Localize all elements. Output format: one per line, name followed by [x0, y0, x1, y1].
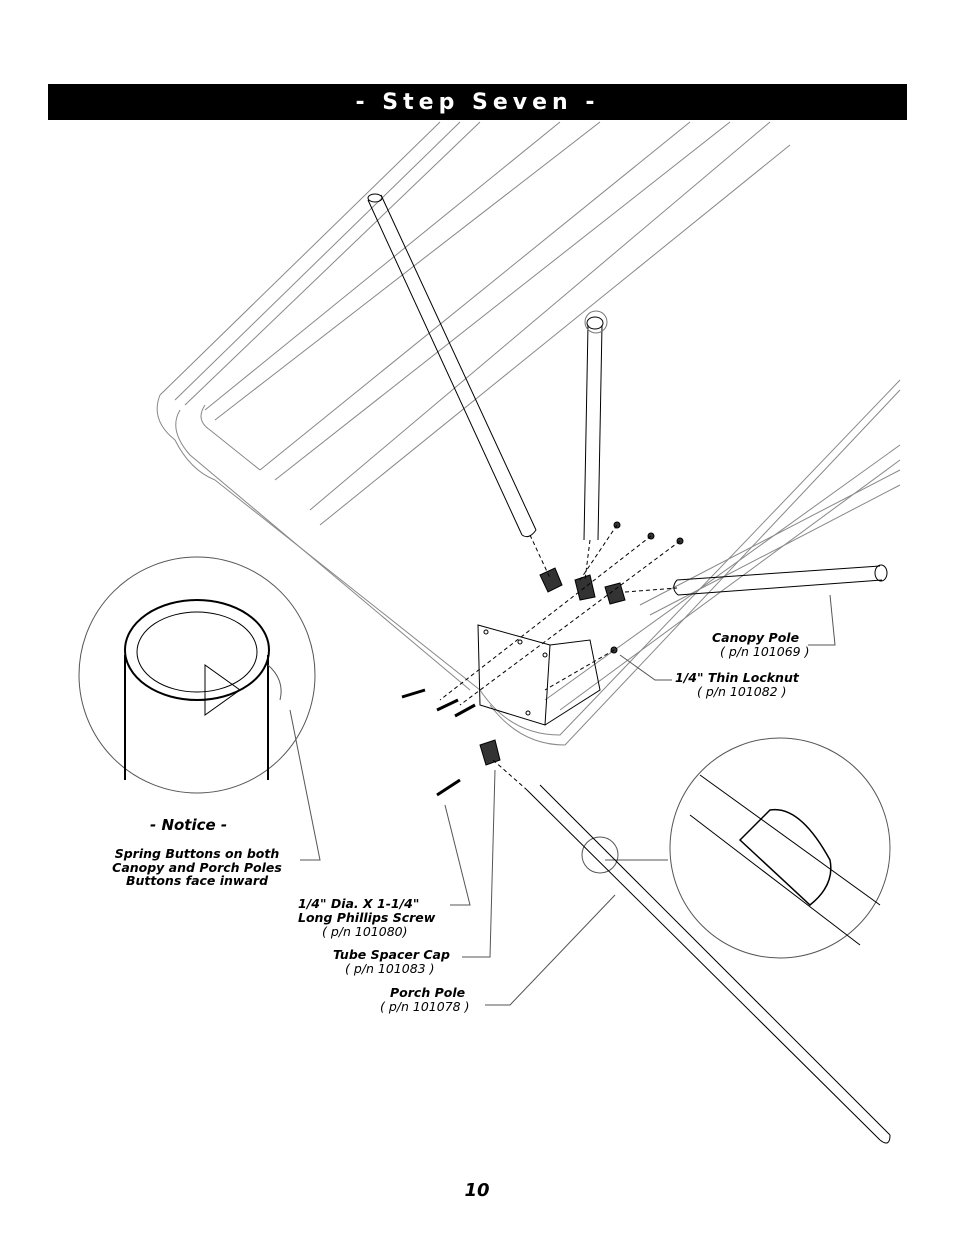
- porch-pole-pn: ( p/n 101078 ): [380, 999, 470, 1014]
- screw-name-line1: 1/4" Dia. X 1-1/4": [298, 896, 420, 911]
- assembly-lines: [439, 524, 681, 791]
- screw-name-line2: Long Phillips Screw: [298, 910, 436, 925]
- notice-line-2: Canopy and Porch Poles: [112, 859, 282, 875]
- leader-lines: [289, 594, 836, 1006]
- step-title: - Step Seven -: [355, 89, 600, 115]
- locknut-pn: ( p/n 101082 ): [697, 684, 787, 699]
- step-title-bar: - Step Seven -: [48, 84, 907, 120]
- notice-magnifier: [78, 556, 316, 794]
- porch-pole-name: Porch Pole: [390, 985, 466, 1000]
- canopy-pole-name: Canopy Pole: [712, 630, 800, 645]
- canopy-pole-center: [583, 310, 608, 541]
- locknut-label: 1/4" Thin Locknut ( p/n 101082 ): [675, 671, 799, 699]
- canopy-pole-label: Canopy Pole ( p/n 101069 ): [712, 631, 809, 659]
- notice-title: - Notice -: [150, 816, 228, 834]
- spacer-cap-pn: ( p/n 101083 ): [345, 961, 435, 976]
- spacer-cap-name: Tube Spacer Cap: [333, 947, 450, 962]
- spacer-cap-label: Tube Spacer Cap ( p/n 101083 ): [333, 948, 450, 976]
- porch-detail-magnifier: [581, 737, 891, 959]
- canopy-pole-right: [673, 564, 888, 596]
- frame-outline: [156, 121, 901, 746]
- notice-text: Spring Buttons on both Canopy and Porch …: [90, 847, 304, 888]
- corner-bracket: [477, 624, 601, 726]
- page-number: 10: [464, 1180, 490, 1201]
- canopy-pole-pn: ( p/n 101069 ): [720, 644, 810, 659]
- screw-pn: ( p/n 101080): [322, 924, 408, 939]
- notice-line-3: Buttons face inward: [125, 873, 269, 888]
- canopy-pole-left: [367, 193, 537, 538]
- porch-pole: [526, 784, 891, 1144]
- porch-pole-label: Porch Pole ( p/n 101078 ): [380, 986, 469, 1014]
- hardware-parts: [401, 521, 684, 797]
- screw-label: 1/4" Dia. X 1-1/4" Long Phillips Screw (…: [298, 897, 435, 939]
- notice-line-1: Spring Buttons on both: [114, 846, 280, 861]
- locknut-name: 1/4" Thin Locknut: [675, 670, 799, 685]
